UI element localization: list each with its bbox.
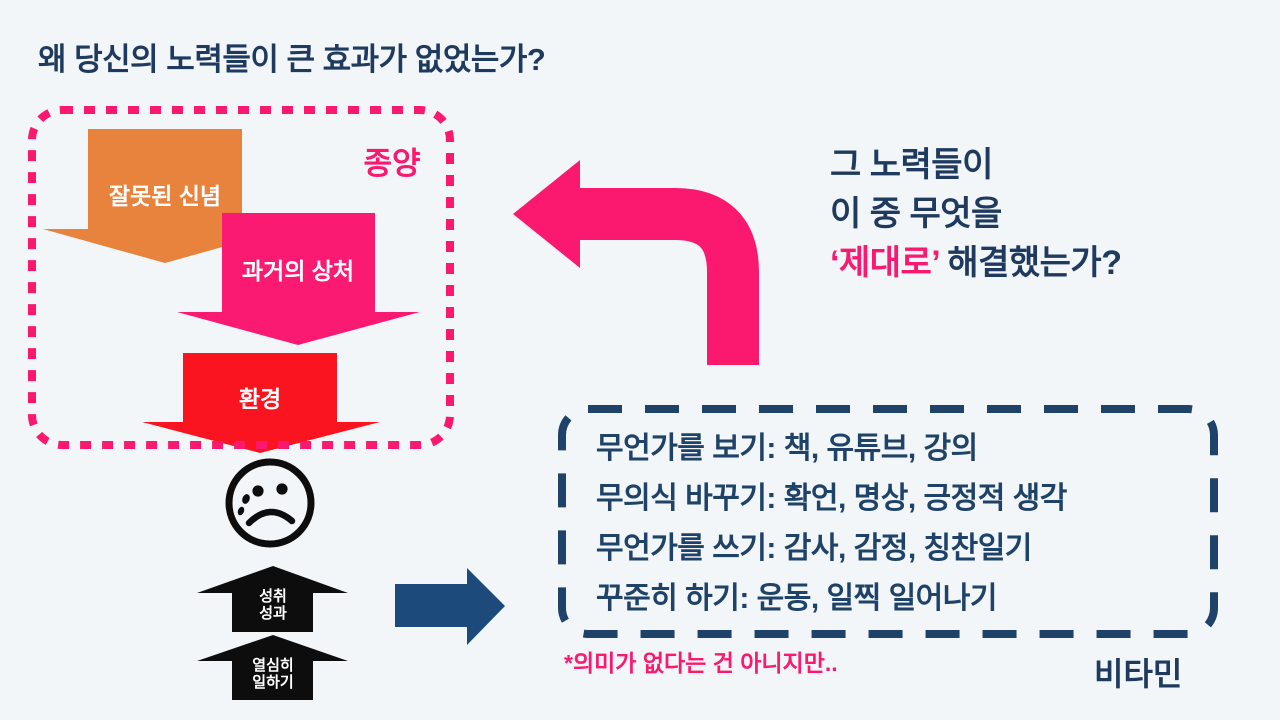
- question-line-3-rest: 해결했는가?: [939, 244, 1122, 282]
- efforts-dashed-border: [558, 405, 1218, 638]
- efforts-list: 무언가를 보기: 책, 유튜브, 강의 무의식 바꾸기: 확언, 명상, 긍정적…: [596, 424, 1067, 624]
- past-wounds-down-arrow: [177, 213, 420, 345]
- past-wounds-label: 과거의 상처: [241, 258, 355, 284]
- efforts-item-subconscious: 무의식 바꾸기: 확언, 명상, 긍정적 생각: [596, 482, 1067, 515]
- tumor-label: 종양: [363, 146, 421, 181]
- wrong-beliefs-label: 잘못된 신념: [108, 183, 222, 209]
- environment-down-arrow: [142, 353, 380, 453]
- hard-work-up-arrow: [197, 635, 348, 700]
- footnote: *의미가 없다는 건 아니지만..: [564, 650, 838, 676]
- efforts-item-write: 무언가를 쓰기: 감사, 감정, 칭찬일기: [596, 532, 1032, 565]
- curved-left-arrow-icon: [513, 160, 759, 365]
- crying-sad-face-icon: [225, 458, 315, 548]
- achievement-label: 성취 성과: [259, 588, 287, 622]
- environment-label: 환경: [238, 386, 282, 412]
- tumor-diagram: [28, 106, 454, 453]
- hard-work-label: 열심히 일하기: [252, 657, 294, 691]
- question-line-2: 이 중 무엇을: [830, 195, 1002, 233]
- right-block-arrow-icon: [395, 568, 505, 645]
- slide-title: 왜 당신의 노력들이 큰 효과가 없었는가?: [38, 42, 546, 77]
- tumor-dashed-border: [28, 106, 454, 449]
- brand-label: 비타민: [1094, 656, 1183, 692]
- question-line-3: ‘제대로’ 해결했는가?: [830, 239, 1122, 288]
- efforts-item-watch: 무언가를 보기: 책, 유튜브, 강의: [596, 432, 978, 465]
- question-line-1: 그 노력들이: [830, 146, 993, 184]
- question-highlight: ‘제대로’: [830, 244, 940, 282]
- achievement-up-arrow: [197, 566, 348, 632]
- question-text: 그 노력들이 이 중 무엇을 ‘제대로’ 해결했는가?: [830, 141, 1122, 288]
- efforts-item-consistency: 꾸준히 하기: 운동, 일찍 일어나기: [596, 582, 997, 615]
- effort-up-arrows: [197, 566, 348, 700]
